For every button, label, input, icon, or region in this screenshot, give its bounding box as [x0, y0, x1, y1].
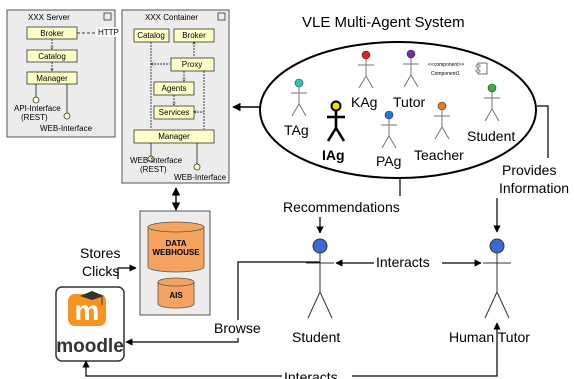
- component-icon: [103, 12, 112, 21]
- data-webhouse: DATA WEBHOUSE AIS: [139, 210, 211, 316]
- component-stereotype: <<component>>: [428, 62, 464, 68]
- moodle-m-letter: m: [75, 295, 100, 326]
- agent-kag: KAg: [351, 50, 377, 110]
- db-label-2: WEBHOUSE: [152, 248, 200, 257]
- provides-label: Provides: [502, 162, 556, 178]
- container-catalog-label: Catalog: [137, 31, 165, 40]
- agent-label: TAg: [284, 122, 309, 138]
- container-manager-box: [133, 129, 215, 144]
- agent-iag: IAg: [322, 100, 346, 163]
- interacts-bottom-label: Interacts: [284, 369, 338, 379]
- stores-label: Stores: [80, 245, 120, 261]
- agent-pag: PAg: [376, 110, 401, 169]
- component-name: Component1: [431, 71, 460, 77]
- provides-connector: [537, 105, 549, 158]
- server-manager-box: [26, 71, 78, 85]
- student-label: Student: [292, 329, 340, 345]
- component-box: <<component>> Component1: [428, 62, 488, 77]
- stores-arrow: [117, 264, 137, 279]
- server-manager-label: Manager: [36, 74, 68, 83]
- container-web-port: [193, 163, 201, 171]
- web-interface-port: [63, 112, 71, 120]
- server-catalog-label: Catalog: [38, 52, 66, 61]
- agent-student: Student: [467, 83, 515, 144]
- agent-label: IAg: [322, 147, 345, 163]
- server-web-label: WEB-Interface: [40, 124, 93, 133]
- interacts-label: Interacts: [376, 254, 430, 270]
- agent-label: KAg: [351, 94, 377, 110]
- provides-label-2: Information: [499, 180, 569, 196]
- container-web-label: WEB-Interface: [130, 156, 183, 165]
- ais-label: AIS: [169, 291, 183, 300]
- container-panel: XXX Container Catalog Broker Proxy Agent…: [121, 9, 230, 184]
- human-tutor-label: Human Tutor: [449, 329, 530, 345]
- container-web-rest: (REST): [140, 165, 167, 174]
- component-icon: [477, 62, 488, 75]
- server-api-rest: (REST): [21, 113, 48, 122]
- http-label: HTTP: [98, 28, 119, 37]
- human-tutor-actor: [483, 238, 511, 319]
- browse-label: Browse: [214, 320, 261, 336]
- agent-label: Teacher: [414, 147, 464, 163]
- server-title: XXX Server: [28, 13, 70, 22]
- container-catalog-box: [133, 28, 170, 43]
- db-label: DATA: [165, 239, 186, 248]
- agent-label: Tutor: [393, 94, 425, 110]
- container-services-label: Services: [159, 108, 190, 117]
- component-icon: [217, 12, 226, 21]
- moodle-wordmark: moodle: [56, 336, 124, 357]
- student-actor: [306, 238, 334, 319]
- stores-label-2: Clicks: [82, 263, 119, 279]
- container-manager-label: Manager: [158, 132, 190, 141]
- agent-label: PAg: [376, 153, 401, 169]
- vle-title: VLE Multi-Agent System: [302, 14, 465, 31]
- vle-ellipse: [259, 41, 537, 179]
- container-broker-label: Broker: [182, 31, 206, 40]
- agent-teacher: Teacher: [414, 101, 464, 163]
- recommendations-label: Recommendations: [283, 199, 400, 215]
- container-title: XXX Container: [145, 13, 198, 22]
- container-rest-port: [147, 155, 155, 163]
- agent-tutor: Tutor: [393, 49, 425, 110]
- server-api-label: API-Interface: [14, 104, 61, 113]
- api-interface-port: [32, 96, 40, 104]
- container-proxy-label: Proxy: [182, 60, 202, 69]
- moodle-m-icon: [68, 294, 106, 326]
- container-web-label-2: WEB-Interface: [174, 173, 227, 182]
- agent-label: Student: [467, 128, 515, 144]
- container-agents-label: Agents: [162, 84, 187, 93]
- graduation-cap-icon: [80, 291, 104, 300]
- server-broker-label: Broker: [40, 29, 64, 38]
- moodle-logo[interactable]: m moodle: [55, 286, 125, 362]
- agent-tag: TAg: [284, 78, 309, 138]
- container-proxy-box: [170, 57, 215, 72]
